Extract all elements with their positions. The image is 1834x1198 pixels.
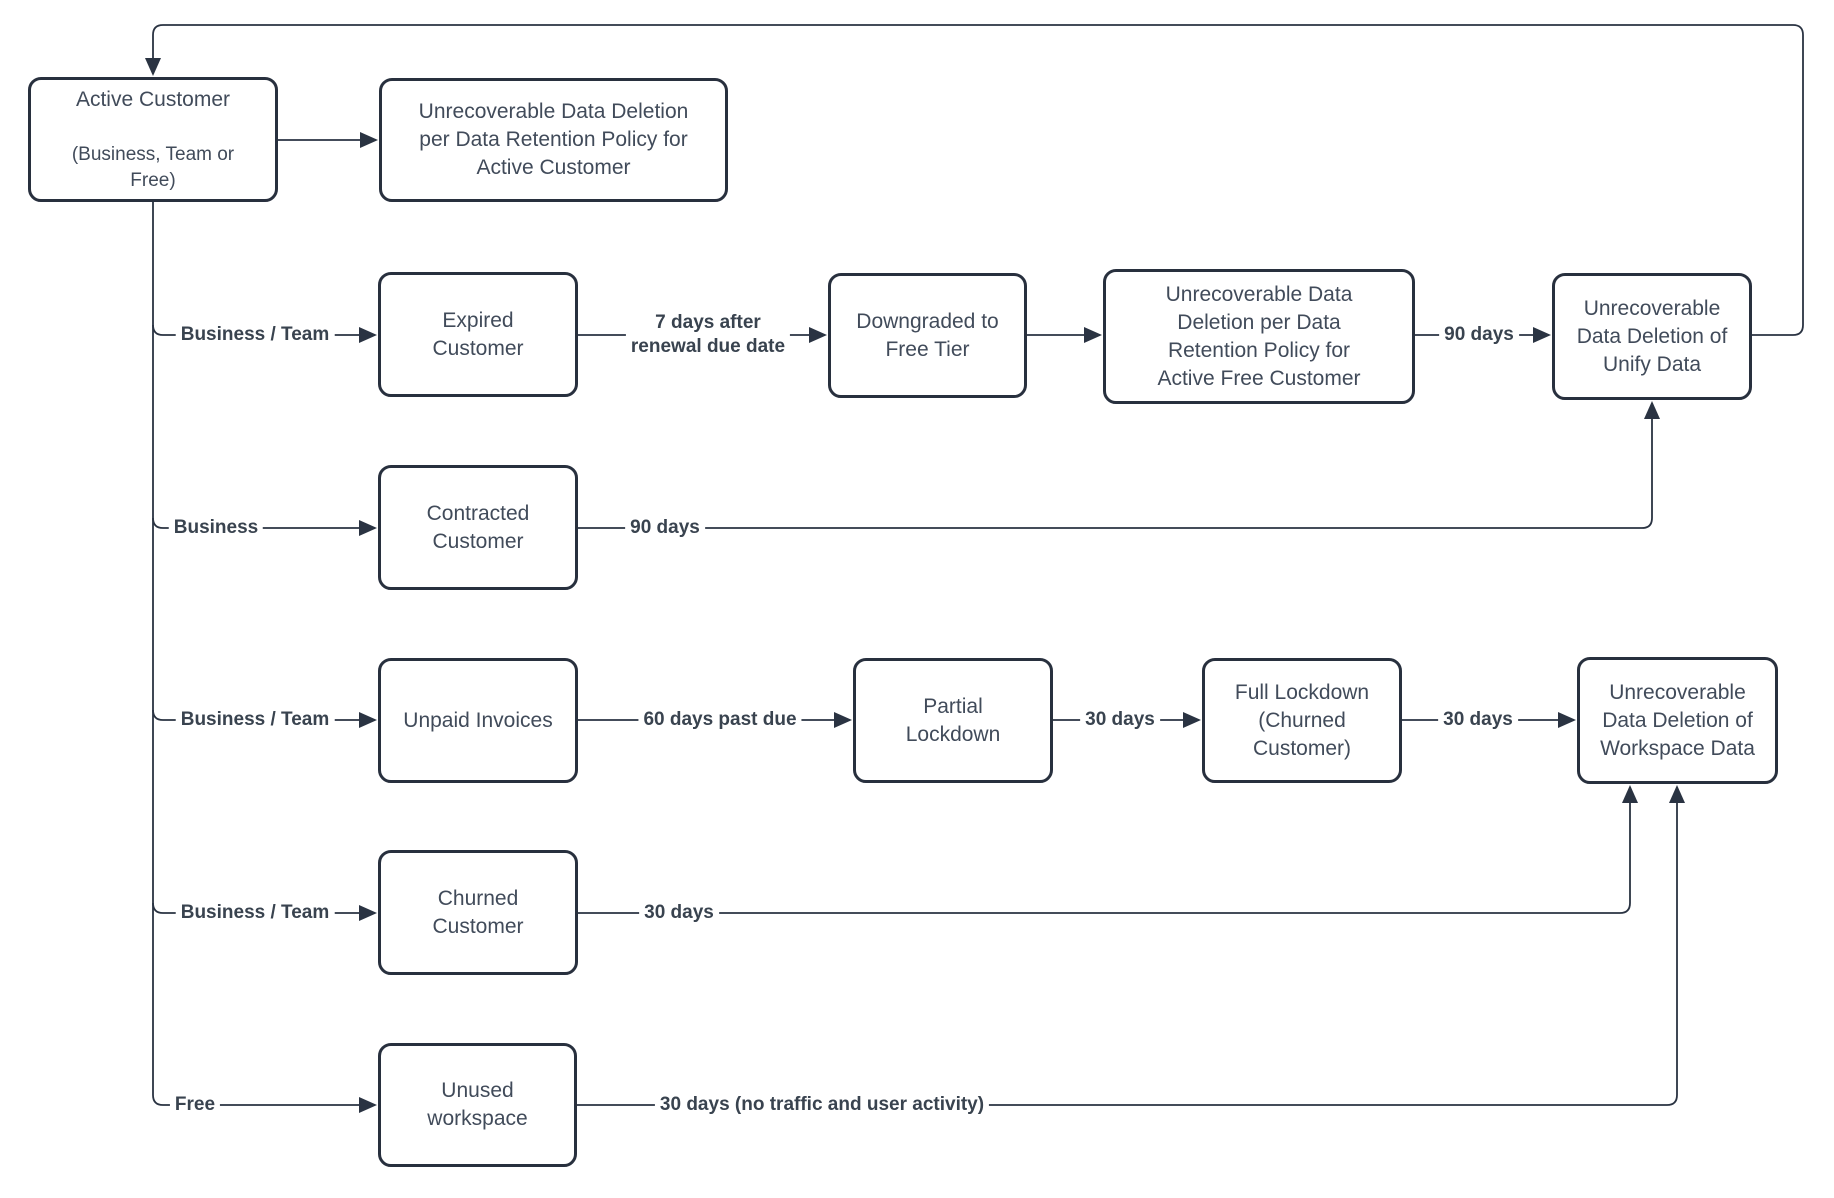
edge-label-branch-unpaid: Business / Team: [175, 708, 335, 732]
node-active-customer: Active Customer (Business, Team or Free): [28, 77, 278, 202]
connector-churned-to-workspace-deletion: [578, 785, 1638, 914]
edge-label-contracted-to-unify: 90 days: [625, 516, 705, 540]
edge-label-expired-to-downgraded: 7 days after renewal due date: [625, 311, 791, 359]
connector-unused-to-workspace-deletion: [577, 785, 1685, 1106]
connector-unify-loop-to-active: [145, 24, 1804, 336]
connector-branch-unpaid: [152, 709, 377, 728]
node-active-customer-subtitle: (Business, Team or Free): [71, 143, 235, 191]
connector-contracted-to-unify: [578, 401, 1660, 529]
node-deletion-unify: Unrecoverable Data Deletion of Unify Dat…: [1552, 273, 1752, 400]
node-expired-customer: Expired Customer: [378, 272, 578, 397]
node-deletion-active-label: Unrecoverable Data Deletion per Data Ret…: [418, 100, 689, 179]
edge-label-branch-contracted: Business: [168, 516, 264, 540]
edge-label-branch-expired: Business / Team: [175, 323, 335, 347]
connector-branch-expired: [152, 324, 377, 343]
node-unpaid-invoices: Unpaid Invoices: [378, 658, 578, 783]
node-partial-lockdown: Partial Lockdown: [853, 658, 1053, 783]
edge-label-partial-to-full: 30 days: [1080, 708, 1160, 732]
node-deletion-workspace: Unrecoverable Data Deletion of Workspace…: [1577, 657, 1778, 784]
node-active-customer-title: Active Customer: [75, 87, 231, 111]
node-deletion-active: Unrecoverable Data Deletion per Data Ret…: [379, 78, 728, 202]
node-deletion-active-free: Unrecoverable Data Deletion per Data Ret…: [1103, 269, 1415, 404]
node-downgraded-free-tier: Downgraded to Free Tier: [828, 273, 1027, 398]
node-unpaid-invoices-label: Unpaid Invoices: [403, 708, 553, 732]
edge-label-free-deletion-to-unify: 90 days: [1439, 323, 1519, 347]
node-unused-workspace-label: Unused workspace: [427, 1079, 528, 1130]
node-contracted-customer: Contracted Customer: [378, 465, 578, 590]
node-deletion-active-free-label: Unrecoverable Data Deletion per Data Ret…: [1157, 282, 1361, 390]
node-expired-customer-label: Expired Customer: [432, 308, 524, 360]
connector-branch-contracted: [152, 517, 377, 536]
node-full-lockdown-label: Full Lockdown (Churned Customer): [1234, 680, 1370, 760]
node-downgraded-free-tier-label: Downgraded to Free Tier: [856, 309, 999, 361]
node-unused-workspace: Unused workspace: [378, 1043, 577, 1167]
edge-label-branch-unused: Free: [169, 1093, 221, 1117]
edge-label-branch-churned: Business / Team: [175, 901, 335, 925]
node-partial-lockdown-label: Partial Lockdown: [905, 694, 1001, 746]
node-deletion-workspace-label: Unrecoverable Data Deletion of Workspace…: [1600, 680, 1755, 760]
node-deletion-unify-label: Unrecoverable Data Deletion of Unify Dat…: [1576, 296, 1728, 376]
edge-label-churned-to-workspace-deletion: 30 days: [639, 901, 719, 925]
node-churned-customer-label: Churned Customer: [432, 886, 524, 938]
node-contracted-customer-label: Contracted Customer: [426, 501, 530, 553]
connector-branch-churned: [152, 902, 377, 921]
edge-label-unused-to-workspace-deletion: 30 days (no traffic and user activity): [654, 1093, 990, 1117]
edge-label-full-to-workspace-deletion: 30 days: [1438, 708, 1518, 732]
edge-label-unpaid-to-partial: 60 days past due: [638, 708, 802, 732]
node-churned-customer: Churned Customer: [378, 850, 578, 975]
connector-trunk-free-branch: [152, 202, 377, 1113]
node-full-lockdown: Full Lockdown (Churned Customer): [1202, 658, 1402, 783]
